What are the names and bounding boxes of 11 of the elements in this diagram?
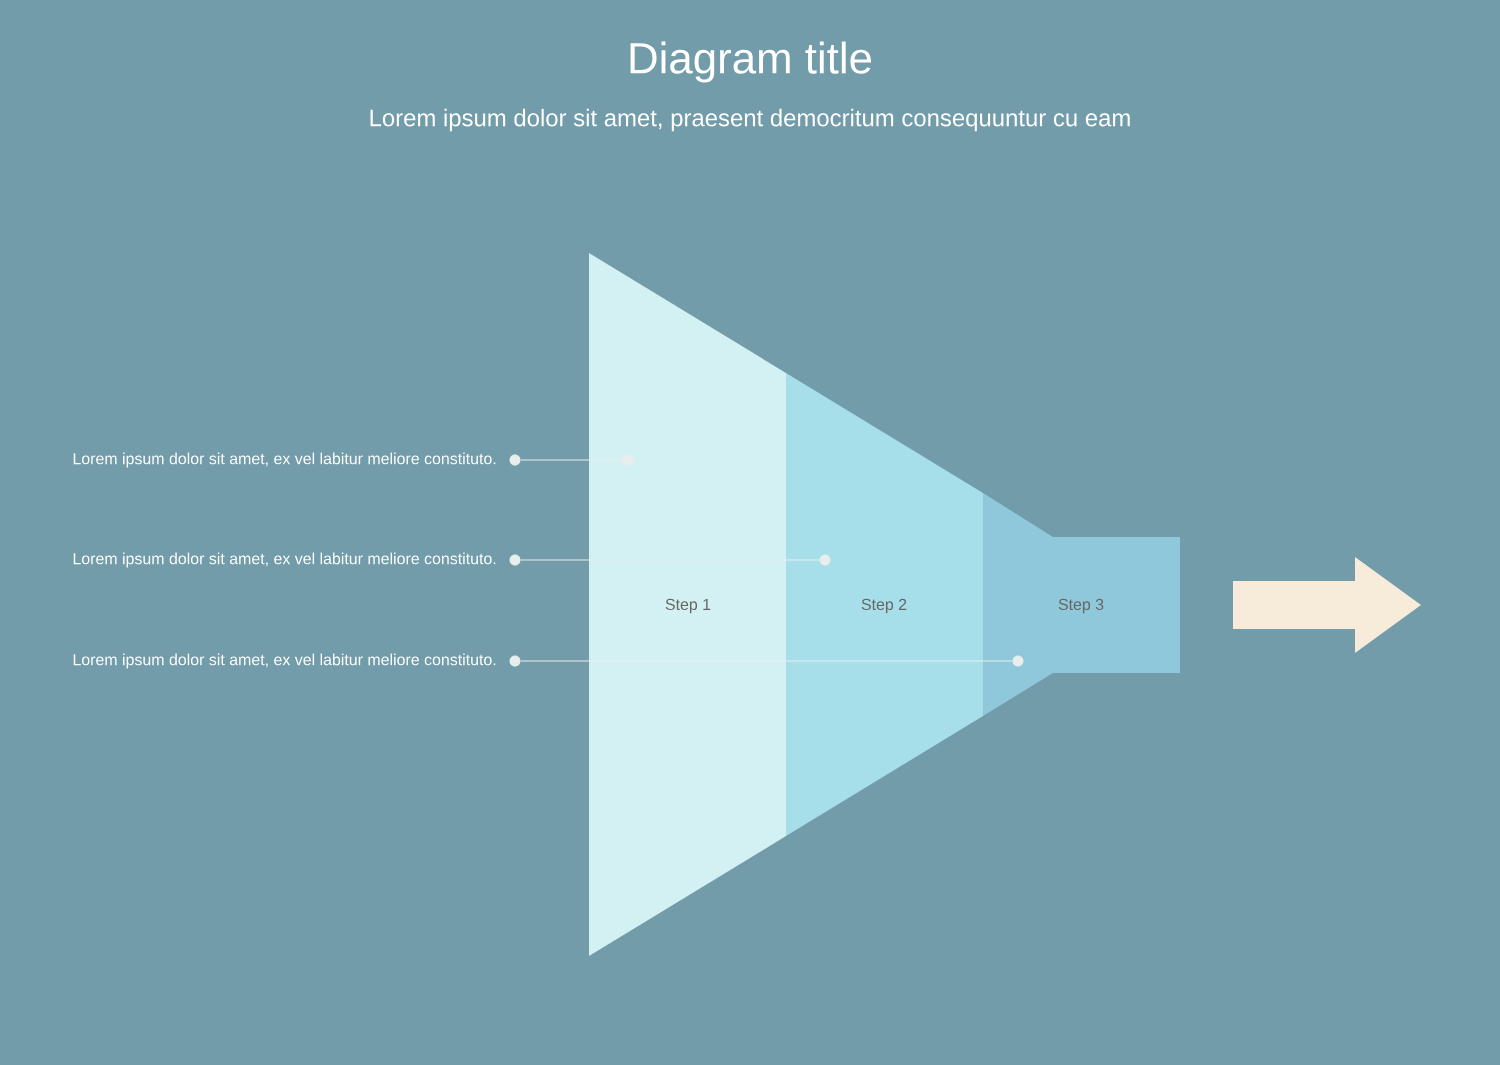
funnel-segment: Step 1 xyxy=(589,253,786,956)
funnel-segment: Step 2 xyxy=(786,373,983,836)
bulleted-annotation: Lorem ipsum dolor sit amet, ex vel labitur meliore constituto. xyxy=(73,452,521,468)
leader-line xyxy=(520,559,820,561)
bulleted-annotation: Lorem ipsum dolor sit amet, ex vel labitur meliore constituto. xyxy=(73,653,521,669)
leader-line xyxy=(520,660,1013,662)
subtitle: Lorem ipsum dolor sit amet, praesent democritum consequuntur cu eam xyxy=(370,108,1130,132)
bulleted-annotation: Lorem ipsum dolor sit amet, ex vel labitur meliore constituto. xyxy=(73,552,521,568)
funnel-segment: Step 3 xyxy=(983,493,1180,716)
leader-line xyxy=(520,459,623,461)
title: Diagram title xyxy=(630,41,871,83)
